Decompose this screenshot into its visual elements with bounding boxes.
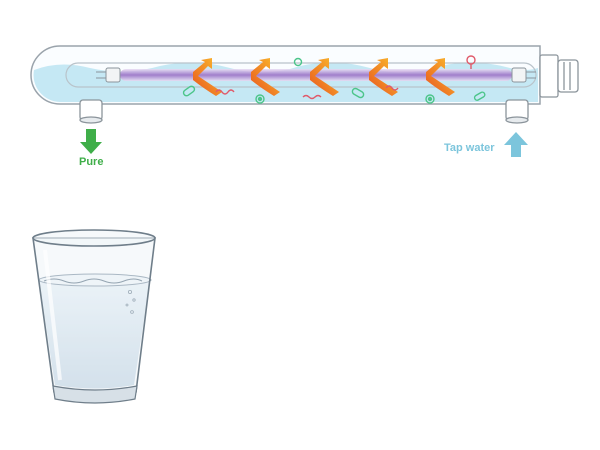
- bacteria-icon: [255, 94, 265, 104]
- outlet-port: [79, 99, 103, 124]
- bacteria-icon: [182, 85, 196, 97]
- bacteria-icon: [293, 57, 303, 67]
- arrow-down-icon: [80, 129, 102, 154]
- uv-ray-icon: [193, 58, 222, 96]
- uv-ray-icon: [310, 58, 339, 96]
- inlet-label: Tap water: [444, 142, 495, 154]
- uv-ray-icon: [251, 58, 280, 96]
- sterilizer-tube: [30, 45, 579, 124]
- inlet-port: [505, 99, 529, 124]
- bacteria-icon: [385, 85, 399, 91]
- end-cap: [539, 54, 579, 98]
- bacteria-icon: [425, 94, 435, 104]
- bacteria-icon: [473, 91, 486, 101]
- lamp-pins-left: [96, 67, 121, 83]
- arrow-up-icon: [504, 132, 528, 157]
- bacteria-icon: [351, 87, 365, 99]
- bacteria-icon: [302, 94, 322, 100]
- uv-ray-icon: [369, 58, 398, 96]
- glass-water: [39, 278, 150, 389]
- bacteria-icon: [215, 89, 235, 95]
- lamp-pins-right: [511, 67, 536, 83]
- uv-ray-icon: [426, 58, 455, 96]
- glass-base: [52, 385, 138, 404]
- water-glass-icon: [32, 229, 156, 404]
- glass-rim: [32, 229, 156, 247]
- bacteria-icon: [466, 55, 476, 69]
- outlet-label: Pure: [79, 156, 104, 168]
- microbes: [182, 55, 486, 104]
- uv-rays: [193, 58, 455, 96]
